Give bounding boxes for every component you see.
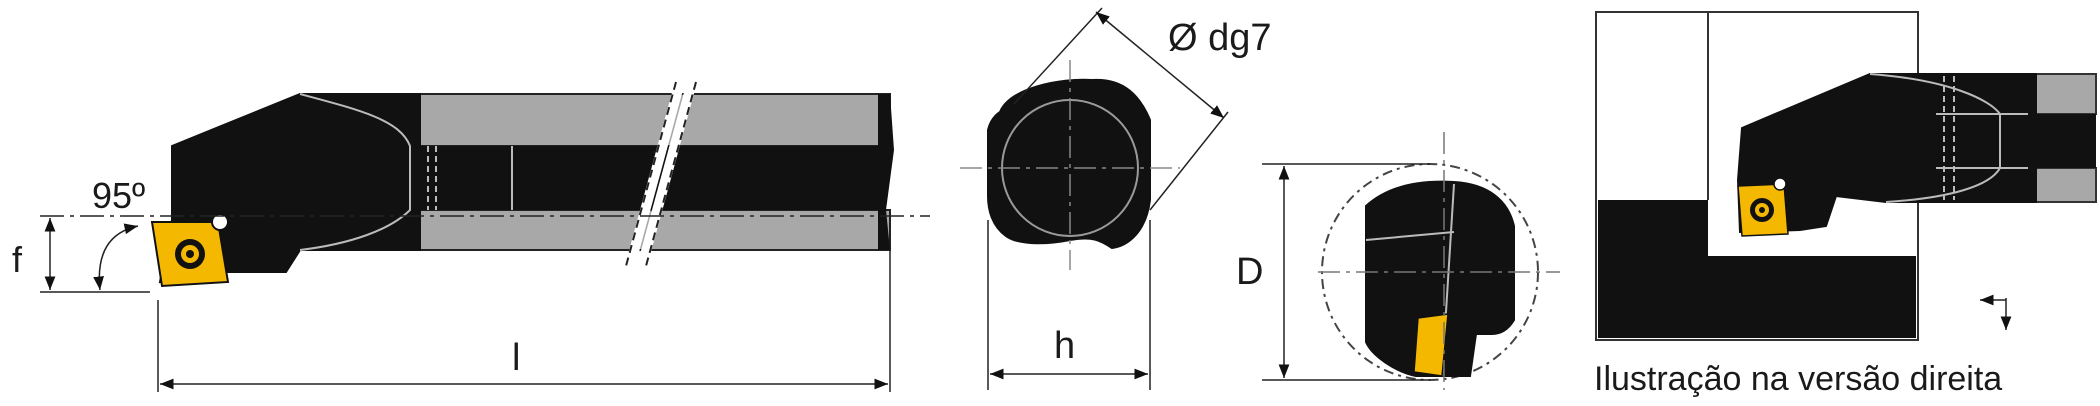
label-f: f: [12, 239, 23, 280]
shank-end: [878, 94, 894, 250]
label-angle: 95º: [92, 175, 145, 216]
bore-insert: [1413, 313, 1449, 377]
label-h: h: [1054, 325, 1075, 367]
bore-end-view: D: [1236, 132, 1560, 390]
right-hand-illustration: Ilustração na versão direita: [1594, 11, 2097, 398]
workpiece: [1598, 200, 1916, 338]
bar-section: [1365, 180, 1515, 377]
side-view: 95º f l: [12, 80, 930, 392]
label-diameter: Ø dg7: [1168, 17, 1272, 59]
shank-cross-section: Ø dg7 h: [960, 7, 1272, 390]
label-l: l: [512, 337, 520, 379]
caption-right-version: Ilustração na versão direita: [1594, 360, 2002, 398]
shank-profile: [987, 78, 1151, 250]
shank-top-band: [419, 93, 891, 147]
label-D: D: [1236, 251, 1263, 293]
